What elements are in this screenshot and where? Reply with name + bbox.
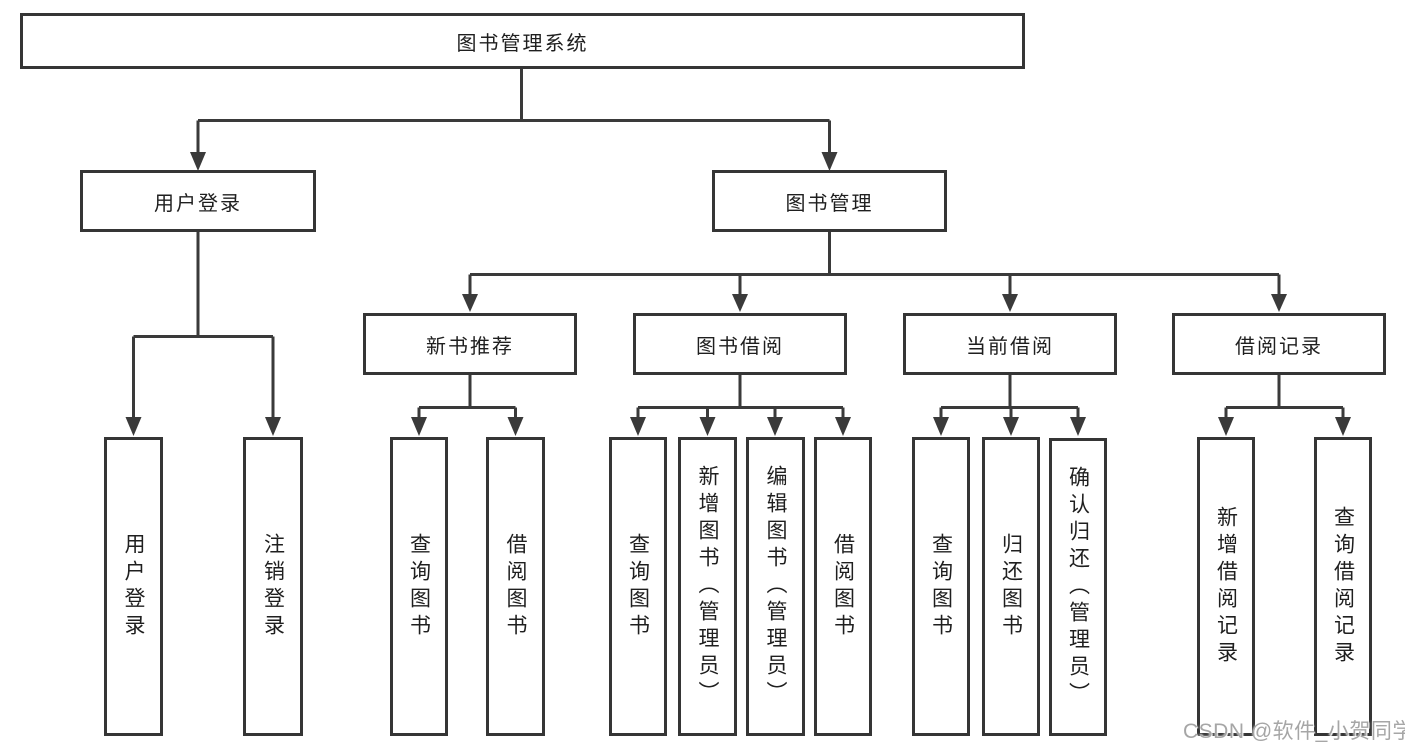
leaf-edit-books-admin: 编辑图书（管理员） (746, 437, 805, 736)
node-label: 借阅图书 (831, 532, 855, 641)
arrowhead-down-icon (125, 417, 142, 436)
connector-borrow-records-to-leaves (1218, 375, 1351, 436)
arrowhead-down-icon (462, 294, 478, 312)
leaf-logout: 注销登录 (243, 437, 303, 736)
node-label: 当前借阅 (966, 335, 1054, 358)
leaf-return-books: 归还图书 (982, 437, 1040, 736)
node-label: 查询图书 (929, 532, 953, 641)
connector-user-login-to-leaves (125, 232, 281, 436)
node-user-login: 用户登录 (80, 170, 316, 232)
arrowhead-down-icon (732, 294, 748, 312)
connector-book-management-to-level3 (462, 232, 1287, 312)
arrowhead-down-icon (933, 417, 949, 436)
arrowhead-down-icon (767, 417, 783, 436)
connector-segment (417, 375, 517, 419)
node-label: 新书推荐 (426, 335, 514, 358)
arrowhead-down-icon (507, 417, 524, 436)
leaf-query-books-current: 查询图书 (912, 437, 970, 736)
node-label: 图书管理 (785, 192, 874, 215)
connector-book-borrow-to-leaves (630, 375, 851, 436)
leaf-query-borrow-record: 查询借阅记录 (1314, 437, 1372, 736)
node-label: 借阅记录 (1235, 335, 1323, 358)
node-book-borrow: 图书借阅 (633, 313, 847, 375)
node-label: 查询借阅记录 (1331, 505, 1355, 668)
node-current-borrow: 当前借阅 (903, 313, 1117, 375)
node-label: 新增借阅记录 (1214, 505, 1238, 668)
arrowhead-down-icon (190, 152, 206, 171)
leaf-borrow-books-recommend: 借阅图书 (486, 437, 545, 736)
node-book-management: 图书管理 (712, 170, 947, 232)
node-label: 查询图书 (626, 532, 650, 641)
leaf-add-borrow-record: 新增借阅记录 (1197, 437, 1255, 736)
connector-new-book-recommend-to-leaves (411, 375, 524, 436)
leaf-confirm-return-admin: 确认归还（管理员） (1049, 438, 1107, 736)
arrowhead-down-icon (699, 417, 716, 436)
node-label: 查询图书 (407, 532, 431, 641)
leaf-user-login: 用户登录 (104, 437, 163, 736)
connector-root-to-level2 (190, 69, 838, 171)
arrowhead-down-icon (1271, 294, 1287, 312)
connector-segment (1224, 375, 1345, 419)
node-label: 确认归还（管理员） (1066, 465, 1090, 709)
leaf-add-books-admin: 新增图书（管理员） (678, 437, 737, 736)
node-label: 归还图书 (999, 532, 1023, 641)
arrowhead-down-icon (1070, 417, 1086, 436)
connector-segment (468, 232, 1281, 296)
connector-segment (196, 69, 831, 154)
node-label: 注销登录 (261, 532, 285, 641)
connector-segment (636, 375, 845, 419)
leaf-query-books-borrow: 查询图书 (609, 437, 667, 736)
arrowhead-down-icon (630, 417, 646, 436)
node-label: 用户登录 (154, 192, 242, 215)
connector-segment (939, 375, 1080, 419)
arrowhead-down-icon (1003, 417, 1019, 436)
arrowhead-down-icon (1335, 417, 1351, 436)
arrowhead-down-icon (265, 417, 281, 436)
node-root: 图书管理系统 (20, 13, 1025, 69)
node-new-book-recommend: 新书推荐 (363, 313, 577, 375)
node-label: 用户登录 (122, 532, 145, 641)
leaf-query-books-recommend: 查询图书 (390, 437, 448, 736)
csdn-watermark: CSDN @软件_小贺同学 (1183, 720, 1405, 743)
node-label: 图书借阅 (696, 335, 784, 358)
leaf-borrow-books: 借阅图书 (814, 437, 872, 736)
arrowhead-down-icon (411, 417, 427, 436)
connector-segment (132, 232, 275, 419)
node-label: 图书管理系统 (456, 32, 589, 55)
arrowhead-down-icon (821, 152, 838, 171)
node-borrow-records: 借阅记录 (1172, 313, 1386, 375)
node-label: 借阅图书 (504, 532, 527, 641)
connector-current-borrow-to-leaves (933, 375, 1086, 436)
arrowhead-down-icon (835, 417, 851, 436)
arrowhead-down-icon (1002, 294, 1018, 312)
arrowhead-down-icon (1218, 417, 1234, 436)
node-label: 新增图书（管理员） (696, 465, 719, 708)
node-label: 编辑图书（管理员） (764, 465, 787, 708)
